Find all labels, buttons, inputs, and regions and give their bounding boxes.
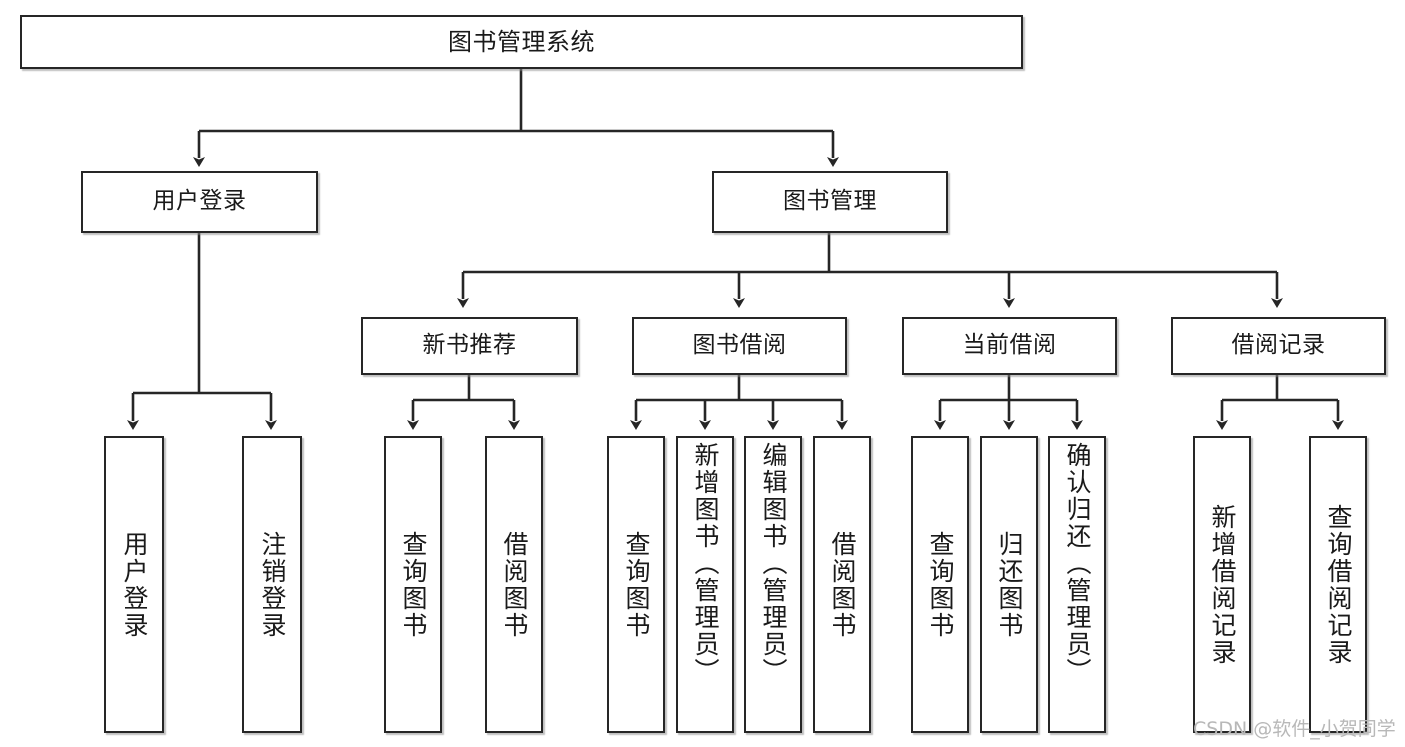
- node-label: 查询图书: [926, 530, 955, 639]
- leaf-borrow-book-recommend[interactable]: 借阅图书: [485, 436, 543, 733]
- node-label: 编辑图书（管理员）: [759, 442, 788, 685]
- node-book-borrow[interactable]: 图书借阅: [632, 317, 847, 375]
- node-label: 查询借阅记录: [1324, 503, 1353, 666]
- leaf-user-login[interactable]: 用户登录: [104, 436, 164, 733]
- leaf-query-book-recommend[interactable]: 查询图书: [384, 436, 442, 733]
- node-label: 新增图书（管理员）: [691, 442, 720, 685]
- csdn-watermark: CSDN @软件_小贺同学: [1193, 718, 1396, 740]
- leaf-query-borrow-record[interactable]: 查询借阅记录: [1309, 436, 1367, 733]
- node-label: 确认归还（管理员）: [1063, 442, 1092, 685]
- node-label: 借阅记录: [1231, 332, 1326, 359]
- node-new-book-recommend[interactable]: 新书推荐: [361, 317, 578, 375]
- node-label: 借阅图书: [500, 530, 529, 639]
- node-label: 用户登录: [120, 530, 149, 639]
- leaf-return-book[interactable]: 归还图书: [980, 436, 1038, 733]
- node-label: 查询图书: [399, 530, 428, 639]
- node-label: 归还图书: [995, 530, 1024, 639]
- node-borrow-record[interactable]: 借阅记录: [1171, 317, 1386, 375]
- node-label: 图书管理: [783, 188, 877, 215]
- node-label: 当前借阅: [962, 332, 1057, 359]
- node-label: 查询图书: [622, 530, 651, 639]
- node-label: 注销登录: [258, 530, 287, 639]
- node-label: 新增借阅记录: [1208, 503, 1237, 666]
- leaf-query-book-current[interactable]: 查询图书: [911, 436, 969, 733]
- node-label: 用户登录: [152, 188, 247, 215]
- node-current-borrow[interactable]: 当前借阅: [902, 317, 1117, 375]
- leaf-query-book-borrow[interactable]: 查询图书: [607, 436, 665, 733]
- node-label: 借阅图书: [828, 530, 857, 639]
- node-label: 图书管理系统: [448, 27, 595, 56]
- node-book-management[interactable]: 图书管理: [712, 171, 948, 233]
- leaf-logout[interactable]: 注销登录: [242, 436, 302, 733]
- leaf-confirm-return-admin[interactable]: 确认归还（管理员）: [1048, 436, 1106, 733]
- leaf-borrow-book[interactable]: 借阅图书: [813, 436, 871, 733]
- leaf-add-book-admin[interactable]: 新增图书（管理员）: [676, 436, 734, 733]
- node-label: 新书推荐: [422, 332, 517, 359]
- node-root-system[interactable]: 图书管理系统: [20, 15, 1023, 69]
- node-user-login[interactable]: 用户登录: [81, 171, 318, 233]
- leaf-add-borrow-record[interactable]: 新增借阅记录: [1193, 436, 1251, 733]
- node-label: 图书借阅: [692, 332, 787, 359]
- leaf-edit-book-admin[interactable]: 编辑图书（管理员）: [744, 436, 802, 733]
